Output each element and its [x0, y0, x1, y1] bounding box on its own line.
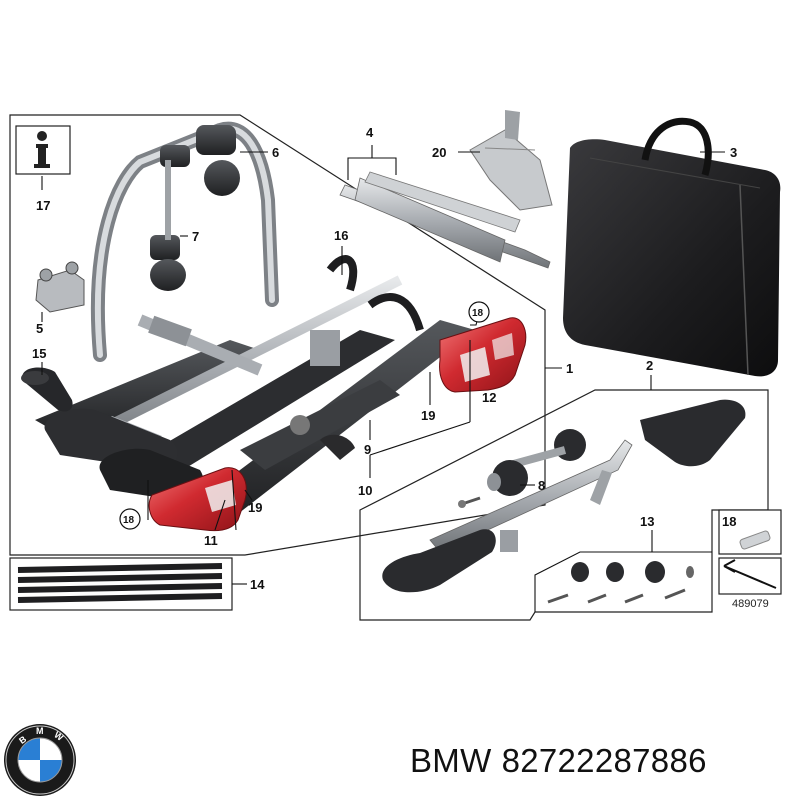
assembly-13-parts [534, 551, 712, 612]
label-19-left: 19 [248, 500, 262, 515]
label-9: 9 [364, 442, 371, 457]
rack-base [35, 255, 475, 520]
assembly-2-frame [359, 389, 769, 621]
label-8: 8 [538, 478, 545, 493]
loading-rail [339, 171, 551, 269]
rear-light-right [439, 317, 527, 393]
diagram-id: 489079 [732, 598, 769, 610]
rack-upright-frame [90, 121, 279, 362]
label-18-circled-right: 18 [472, 308, 484, 319]
leader-lines [41, 145, 725, 585]
label-5: 5 [36, 321, 43, 336]
label-10: 10 [358, 483, 372, 498]
label-12: 12 [482, 390, 496, 405]
label-20: 20 [432, 145, 446, 160]
label-13: 13 [640, 514, 654, 529]
label-14: 14 [250, 577, 265, 592]
part-number: 82722287886 [501, 742, 707, 779]
bmw-logo-icon: B M W [4, 724, 76, 796]
label-6: 6 [272, 145, 279, 160]
label-15: 15 [32, 346, 46, 361]
info-icon [34, 131, 50, 168]
legend-box-18 [718, 509, 782, 555]
label-17: 17 [36, 198, 50, 213]
assembly-1-frame [9, 114, 546, 556]
strap-15 [21, 367, 73, 412]
label-3: 3 [730, 145, 737, 160]
rear-light-left [148, 467, 247, 532]
svg-text:M: M [36, 726, 44, 736]
straps-14 [9, 557, 233, 611]
label-1: 1 [566, 361, 573, 376]
bracket-5 [35, 261, 85, 313]
label-18-circled-left: 18 [123, 515, 135, 526]
part-number-labels: 17 6 7 4 20 3 16 5 15 1 2 12 19 9 10 8 1… [32, 125, 769, 610]
label-7: 7 [192, 229, 199, 244]
wheel-holder-20 [469, 110, 553, 211]
label-4: 4 [366, 125, 374, 140]
label-19-right: 19 [421, 408, 435, 423]
third-bike-adapter [382, 399, 746, 593]
brand-name: BMW [410, 742, 492, 779]
label-16: 16 [334, 228, 348, 243]
label-2: 2 [646, 358, 653, 373]
legend-box-symbol [718, 557, 782, 595]
info-box [15, 125, 71, 190]
svg-text:B: B [17, 734, 28, 746]
label-18-legend: 18 [722, 514, 736, 529]
label-11: 11 [204, 533, 218, 548]
storage-bag [563, 117, 781, 377]
